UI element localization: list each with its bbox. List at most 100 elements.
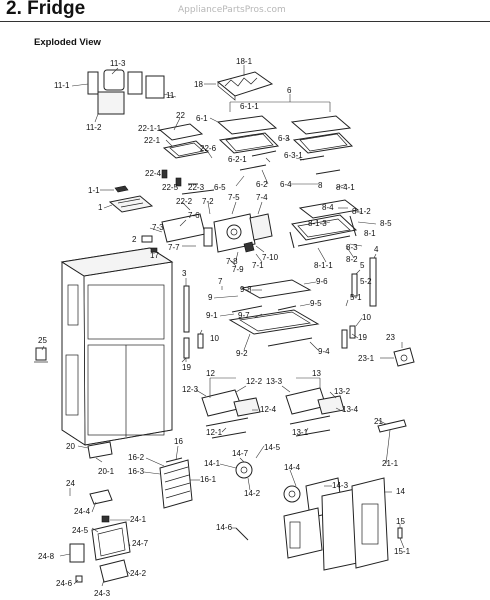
label-11-1: 11-1: [54, 81, 70, 90]
label-22-1-1: 22-1-1: [138, 124, 162, 133]
label-5-2: 5-2: [360, 277, 372, 286]
label-7: 7: [218, 277, 223, 286]
part-7-control-assembly[interactable]: [161, 213, 273, 253]
label-16-3: 16-3: [128, 467, 145, 476]
label-18: 18: [194, 80, 203, 89]
part-labels: 11-3 11-1 11 11-2 18-1 18 6 6-1-1 6-1 22…: [38, 57, 411, 598]
part-16-evaporator[interactable]: [159, 457, 193, 509]
shelf-6-left[interactable]: [216, 115, 280, 154]
part-23-ice-module[interactable]: [393, 347, 415, 367]
part-22-shelf[interactable]: [158, 123, 210, 159]
label-14-3: 14-3: [332, 481, 349, 490]
label-6-3-1: 6-3-1: [284, 151, 303, 160]
label-19-right: 19: [358, 333, 367, 342]
label-5-1: 5-1: [350, 293, 362, 302]
part-2-sensor[interactable]: [141, 235, 158, 253]
part-9-glass-shelf[interactable]: [228, 279, 320, 347]
label-6-4: 6-4: [280, 180, 292, 189]
section-title: 2. Fridge: [6, 0, 86, 19]
label-12-1: 12-1: [206, 428, 223, 437]
label-1: 1: [98, 203, 103, 212]
label-6: 6: [287, 86, 292, 95]
label-21: 21: [374, 417, 383, 426]
label-6-2-1: 6-2-1: [228, 155, 247, 164]
label-20: 20: [66, 442, 75, 451]
part-1-plate[interactable]: [108, 185, 154, 213]
label-14-6: 14-6: [216, 523, 233, 532]
label-23-1: 23-1: [358, 354, 375, 363]
label-9-4: 9-4: [318, 347, 330, 356]
shelf-6-right[interactable]: [290, 115, 354, 154]
label-10-left: 10: [210, 334, 219, 343]
label-19-left: 19: [182, 363, 191, 372]
label-22-6: 22-6: [200, 144, 217, 153]
part-18-tray[interactable]: [216, 71, 274, 101]
label-12-3: 12-3: [182, 385, 199, 394]
label-24-3: 24-3: [94, 589, 111, 598]
label-24-7: 24-7: [132, 539, 149, 548]
label-11-2: 11-2: [86, 123, 102, 132]
label-7-2: 7-2: [202, 197, 214, 206]
part-11-assembly[interactable]: [87, 69, 165, 115]
part-24-ice-maker[interactable]: [69, 489, 131, 583]
label-14-5: 14-5: [264, 443, 281, 452]
label-11: 11: [166, 91, 175, 100]
label-5: 5: [360, 261, 365, 270]
part-13-crisper-bin[interactable]: [285, 387, 345, 437]
label-25: 25: [38, 336, 47, 345]
part-4-5-rail[interactable]: [351, 257, 377, 307]
label-8-1: 8-1: [364, 229, 376, 238]
label-9-2: 9-2: [236, 349, 248, 358]
label-8-1-2: 8-1-2: [352, 207, 371, 216]
label-16-2: 16-2: [128, 453, 145, 462]
label-24: 24: [66, 479, 75, 488]
part-8-drawer[interactable]: [289, 199, 360, 249]
label-7-9: 7-9: [232, 265, 244, 274]
label-8-1-3: 8-1-3: [308, 219, 327, 228]
label-22-4: 22-4: [145, 169, 162, 178]
fridge-cabinet[interactable]: [60, 247, 174, 446]
label-8-3: 8-3: [346, 243, 358, 252]
label-9-8: 9-8: [240, 285, 252, 294]
label-13: 13: [312, 369, 321, 378]
label-13-3: 13-3: [266, 377, 283, 386]
part-3-rail[interactable]: [183, 285, 190, 333]
header-rule: [0, 21, 490, 22]
label-13-1: 13-1: [292, 428, 309, 437]
part-20-cover[interactable]: [87, 441, 113, 459]
part-22-clips[interactable]: [161, 169, 215, 195]
part-15-clip[interactable]: [397, 527, 403, 539]
label-16-1: 16-1: [200, 475, 217, 484]
part-14-fan-duct[interactable]: [235, 461, 389, 571]
part-25-bracket[interactable]: [34, 347, 48, 363]
label-9: 9: [208, 293, 213, 302]
part-10-19-strip[interactable]: [183, 325, 356, 359]
label-1-1: 1-1: [88, 186, 100, 195]
watermark: AppliancePartsPros.com: [178, 5, 286, 15]
label-7-10: 7-10: [262, 253, 279, 262]
label-6-1: 6-1: [196, 114, 208, 123]
label-2: 2: [132, 235, 137, 244]
label-18-1: 18-1: [236, 57, 253, 66]
label-14-4: 14-4: [284, 463, 301, 472]
label-6-1-1: 6-1-1: [240, 102, 259, 111]
label-9-5: 9-5: [310, 299, 322, 308]
label-22-2: 22-2: [176, 197, 193, 206]
label-24-8: 24-8: [38, 552, 55, 561]
label-14-1: 14-1: [204, 459, 221, 468]
label-6-2: 6-2: [256, 180, 268, 189]
part-12-crisper-bin[interactable]: [201, 389, 261, 439]
label-8: 8: [318, 181, 323, 190]
label-24-4: 24-4: [74, 507, 91, 516]
diagram-subtitle: Exploded View: [34, 37, 101, 48]
label-6-5: 6-5: [214, 183, 226, 192]
part-21-strip[interactable]: [377, 419, 407, 433]
label-22-5: 22-5: [162, 183, 179, 192]
label-17: 17: [150, 251, 159, 260]
label-13-2: 13-2: [334, 387, 351, 396]
part-6-2-rails[interactable]: [239, 150, 341, 175]
label-6-3: 6-3: [278, 134, 290, 143]
label-22: 22: [176, 111, 185, 120]
label-21-1: 21-1: [382, 459, 399, 468]
